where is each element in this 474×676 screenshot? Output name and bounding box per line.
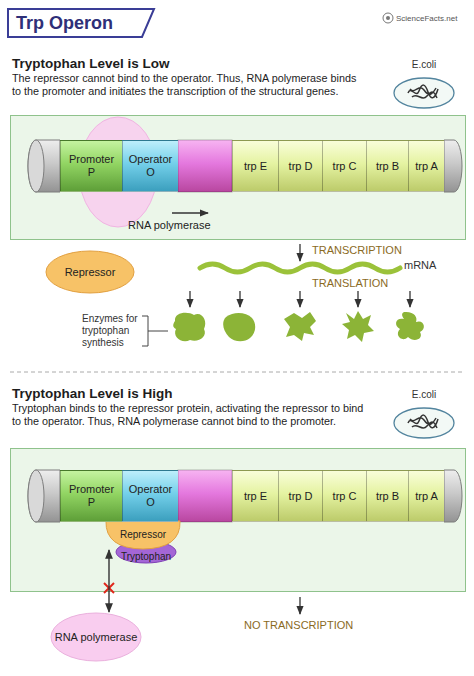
- enzyme-label: Enzymes for tryptophan synthesis: [82, 313, 162, 349]
- gene-segment: trp B: [366, 140, 408, 192]
- gene-label: trp A: [415, 160, 438, 173]
- gene-label: trp E: [244, 490, 267, 503]
- operator-label: Operator O: [128, 153, 173, 179]
- promoter-segment: Promoter P: [60, 140, 122, 192]
- bound-repressor: Repressor: [105, 520, 181, 550]
- watermark: ScienceFacts.net: [396, 14, 457, 24]
- organism-label: E.coli: [392, 58, 456, 72]
- gene-label: trp E: [244, 160, 267, 173]
- section-divider: [10, 372, 464, 373]
- result-label: NO TRANSCRIPTION: [244, 619, 353, 632]
- enzyme-shapes: [173, 311, 424, 342]
- gene-segment: trp C: [322, 140, 366, 192]
- repressor-protein: Repressor: [45, 250, 135, 294]
- gene-label: trp C: [333, 490, 357, 503]
- mrna-strand: [200, 264, 400, 272]
- operator-segment: Operator O: [122, 140, 178, 192]
- label-bracket: [142, 316, 168, 346]
- rna-polymerase: RNA polymerase: [50, 612, 142, 662]
- operator-label: Operator O: [128, 483, 173, 509]
- gene-label: trp D: [289, 490, 313, 503]
- enzyme-name: RNA polymerase: [128, 219, 211, 232]
- gene-label: trp B: [376, 160, 399, 173]
- operator-segment: Operator O: [122, 470, 178, 522]
- gene-segment: trp E: [232, 140, 278, 192]
- section-heading: Tryptophan Level is High: [10, 385, 367, 402]
- no-transcription-arrow: [299, 597, 300, 614]
- gene-label: trp B: [376, 490, 399, 503]
- ecoli-outline: [392, 76, 456, 110]
- enzyme-name: RNA polymerase: [55, 631, 138, 644]
- protein-name: Repressor: [120, 529, 166, 541]
- title-banner: [8, 9, 154, 37]
- diagram-title: Trp Operon: [16, 11, 113, 35]
- ecoli-cell: E.coli: [392, 388, 456, 440]
- section-body: Tryptophan binds to the repressor protei…: [10, 402, 367, 428]
- ecoli-outline: [392, 406, 456, 440]
- gene-segment: trp D: [278, 140, 322, 192]
- molecule-name: Tryptophan: [121, 551, 171, 563]
- ecoli-cell: E.coli: [392, 58, 456, 110]
- process-label: TRANSLATION: [312, 277, 388, 290]
- promoter-segment: Promoter P: [60, 470, 122, 522]
- logo-icon: [383, 13, 393, 23]
- promoter-label: Promoter P: [66, 153, 117, 179]
- gene-segment: trp A: [408, 470, 444, 522]
- gene-segment: trp D: [278, 470, 322, 522]
- organism-label: E.coli: [392, 388, 456, 402]
- section-panel: Promoter P Operator O trp E trp D trp C trp B…: [10, 55, 466, 240]
- molecule-label: mRNA: [404, 259, 436, 272]
- promoter-label: Promoter P: [66, 483, 117, 509]
- protein-name: Repressor: [65, 266, 116, 279]
- gene-label: trp C: [333, 160, 357, 173]
- dna-cylinder-ends: [28, 470, 462, 522]
- gene-segment: trp E: [232, 470, 278, 522]
- gene-segment: trp A: [408, 140, 444, 192]
- gene-segment: trp B: [366, 470, 408, 522]
- dna-cylinder-ends: [28, 140, 462, 192]
- section-body: The repressor cannot bind to the operato…: [10, 72, 367, 98]
- gene-label: trp D: [289, 160, 313, 173]
- process-label: TRANSCRIPTION: [312, 244, 402, 257]
- gene-segment: trp C: [322, 470, 366, 522]
- translation-arrows: [190, 291, 410, 307]
- transcription-arrow: [299, 244, 300, 261]
- section-heading: Tryptophan Level is Low: [10, 55, 367, 72]
- gene-label: trp A: [415, 490, 438, 503]
